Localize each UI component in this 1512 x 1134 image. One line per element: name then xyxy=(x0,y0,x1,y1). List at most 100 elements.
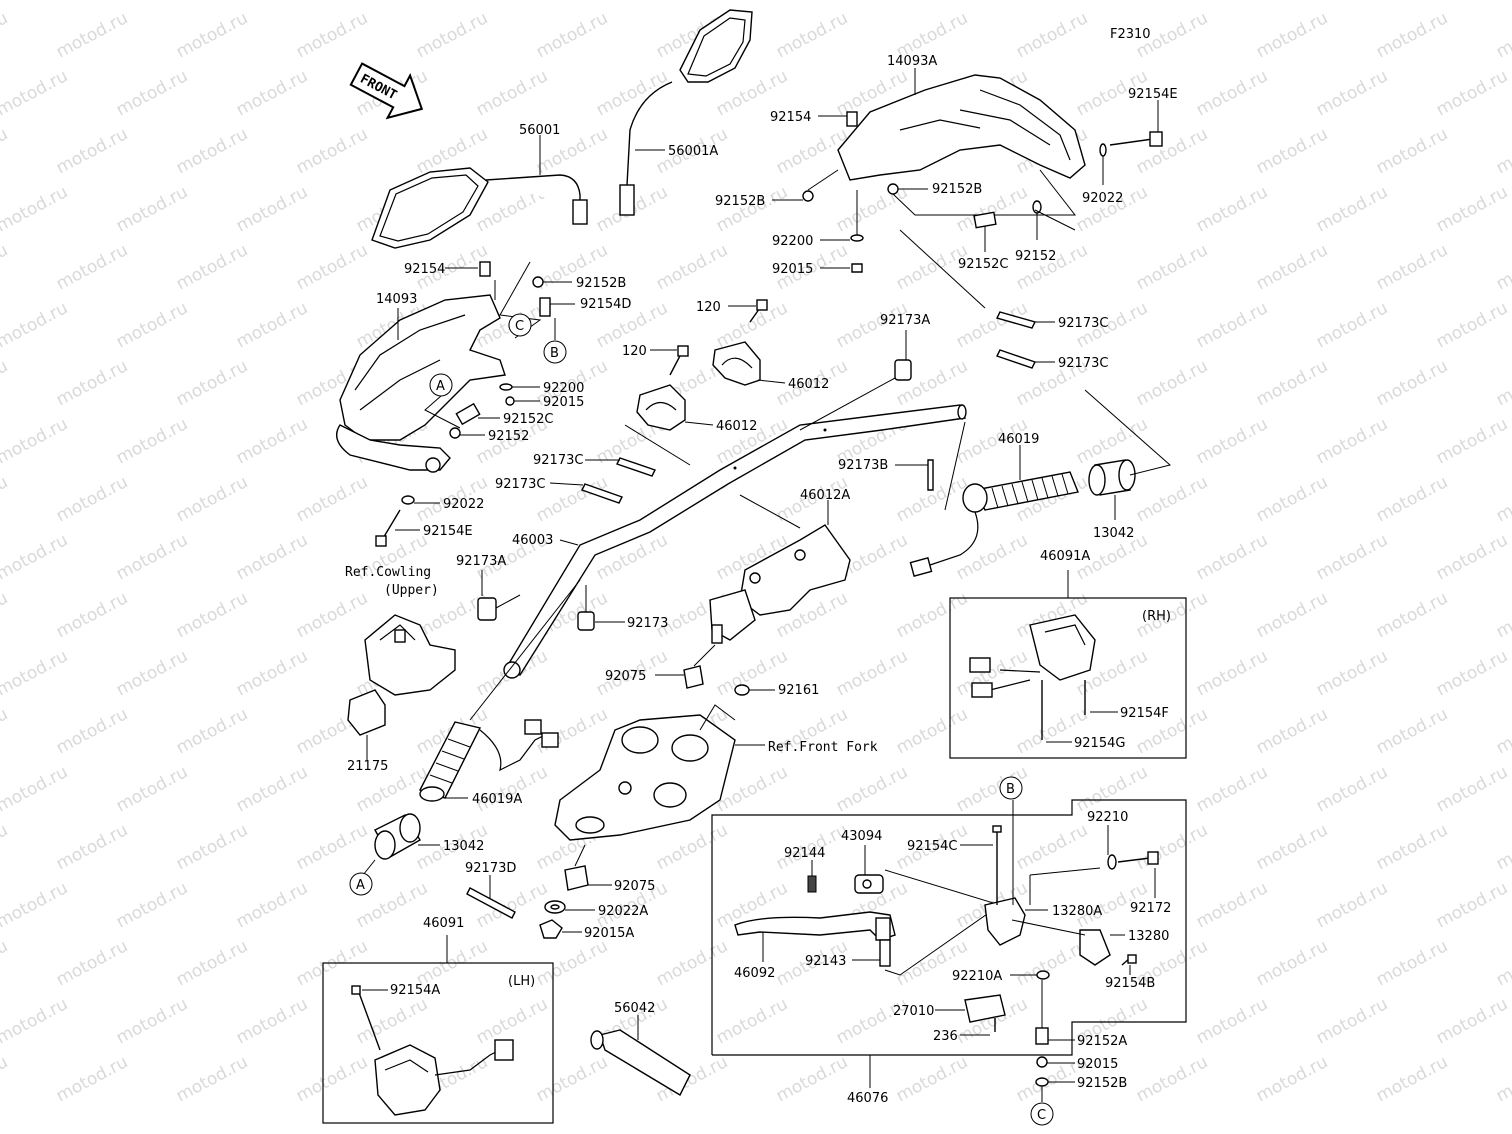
watermark-text: motod.ru xyxy=(1133,820,1211,874)
watermark-text: motod.ru xyxy=(1313,0,1391,4)
part-label: 92173C xyxy=(1058,316,1108,331)
rh-box-label: (RH) xyxy=(1142,609,1171,624)
watermark-text: motod.ru xyxy=(953,530,1031,584)
watermark-text: motod.ru xyxy=(833,646,911,700)
watermark-text: motod.ru xyxy=(233,414,311,468)
watermark-text: motod.ru xyxy=(233,994,311,1048)
watermark-text: motod.ru xyxy=(293,124,371,178)
part-label: 92152C xyxy=(958,257,1008,272)
part-label: 92173C xyxy=(1058,356,1108,371)
watermark-text: motod.ru xyxy=(0,298,71,352)
watermark-text: motod.ru xyxy=(113,0,191,4)
part-label: 92154C xyxy=(907,839,957,854)
lh-box-label: (LH) xyxy=(508,974,535,989)
part-label: 92200 xyxy=(772,234,813,249)
part-label: 14093A xyxy=(887,54,937,69)
watermark-text: motod.ru xyxy=(1193,298,1271,352)
switch-21175 xyxy=(347,689,386,760)
watermark-text: motod.ru xyxy=(173,1052,251,1106)
watermark-text: motod.ru xyxy=(1253,820,1331,874)
part-label: 92154G xyxy=(1074,736,1125,751)
svg-text:A: A xyxy=(436,379,445,394)
watermark-text: motod.ru xyxy=(413,8,491,62)
damper-92075-lower xyxy=(564,844,612,891)
clamp-lower-46012 xyxy=(624,345,714,466)
watermark-text: motod.ru xyxy=(53,472,131,526)
hardware-left-guard xyxy=(375,261,575,547)
part-label: 120 xyxy=(696,300,721,315)
part-label: 92143 xyxy=(805,954,846,969)
part-label: 13042 xyxy=(1093,526,1134,541)
rh-switch-box: (RH) xyxy=(949,570,1187,759)
marker-a-lower: A xyxy=(349,872,373,896)
watermark-text: motod.ru xyxy=(173,936,251,990)
watermark-text: motod.ru xyxy=(113,298,191,352)
watermark-text: motod.ru xyxy=(0,530,71,584)
part-label: 56001 xyxy=(519,123,560,138)
svg-text:A: A xyxy=(356,878,365,893)
watermark-text: motod.ru xyxy=(0,588,11,642)
watermark-text: motod.ru xyxy=(1373,8,1451,62)
damper-92161 xyxy=(734,684,775,696)
part-label: 92152B xyxy=(715,194,765,209)
watermark-text: motod.ru xyxy=(1433,298,1511,352)
watermark-text: motod.ru xyxy=(0,66,71,120)
watermark-text: motod.ru xyxy=(893,704,971,758)
part-label: 92152B xyxy=(932,182,982,197)
watermark-text: motod.ru xyxy=(113,414,191,468)
watermark-text: motod.ru xyxy=(53,1052,131,1106)
watermark-text: motod.ru xyxy=(1253,356,1331,410)
watermark-text: motod.ru xyxy=(0,356,11,410)
watermark-text: motod.ru xyxy=(653,820,731,874)
watermark-text: motod.ru xyxy=(1493,936,1512,990)
watermark-text: motod.ru xyxy=(173,820,251,874)
watermark-text: motod.ru xyxy=(233,530,311,584)
marker-a-upper: A xyxy=(424,373,461,429)
watermark-text: motod.ru xyxy=(1073,762,1151,816)
watermark-text: motod.ru xyxy=(0,8,11,62)
watermark-text: motod.ru xyxy=(1253,124,1331,178)
watermark-text: motod.ru xyxy=(0,994,71,1048)
part-label: 92022 xyxy=(1082,191,1123,206)
watermark-text: motod.ru xyxy=(1073,414,1151,468)
part-label: 92210A xyxy=(952,969,1002,984)
watermark-text: motod.ru xyxy=(1373,240,1451,294)
watermark-text: motod.ru xyxy=(773,1052,851,1106)
part-label: 92154 xyxy=(404,262,445,277)
lh-switch-box: (LH) xyxy=(322,935,554,1124)
watermark-text: motod.ru xyxy=(1313,994,1391,1048)
part-label: 92154D xyxy=(580,297,631,312)
part-label: 46012 xyxy=(788,377,829,392)
watermark-text: motod.ru xyxy=(53,8,131,62)
watermark-text: motod.ru xyxy=(1373,704,1451,758)
watermark-text: motod.ru xyxy=(173,704,251,758)
watermark-text: motod.ru xyxy=(1493,240,1512,294)
part-label: 92075 xyxy=(605,669,646,684)
watermark-text: motod.ru xyxy=(53,820,131,874)
watermark-text: motod.ru xyxy=(893,588,971,642)
watermark-text: motod.ru xyxy=(0,762,71,816)
watermark-text: motod.ru xyxy=(1253,472,1331,526)
marker-b-left: B xyxy=(543,340,567,364)
watermark-text: motod.ru xyxy=(113,66,191,120)
watermark-text: motod.ru xyxy=(833,182,911,236)
part-label: 92015 xyxy=(1077,1057,1118,1072)
watermark-text: motod.ru xyxy=(1493,704,1512,758)
watermark-text: motod.ru xyxy=(473,0,551,4)
throttle-grip-46019 xyxy=(909,421,1079,577)
part-label: 92154E xyxy=(423,524,473,539)
watermark-text: motod.ru xyxy=(293,240,371,294)
watermark-text: motod.ru xyxy=(1493,820,1512,874)
watermark-text: motod.ru xyxy=(1493,356,1512,410)
watermark-text: motod.ru xyxy=(1433,878,1511,932)
clamp-upper-46012 xyxy=(712,299,786,386)
marker-c-left: C xyxy=(508,313,532,337)
watermark-text: motod.ru xyxy=(293,472,371,526)
part-label: 13280 xyxy=(1128,929,1169,944)
part-label: 92152 xyxy=(488,429,529,444)
part-label: 46091A xyxy=(1040,549,1090,564)
watermark-text: motod.ru xyxy=(173,356,251,410)
hand-guard-left-14093 xyxy=(336,294,506,473)
part-label: 92161 xyxy=(778,683,819,698)
part-label: 92173C xyxy=(533,453,583,468)
